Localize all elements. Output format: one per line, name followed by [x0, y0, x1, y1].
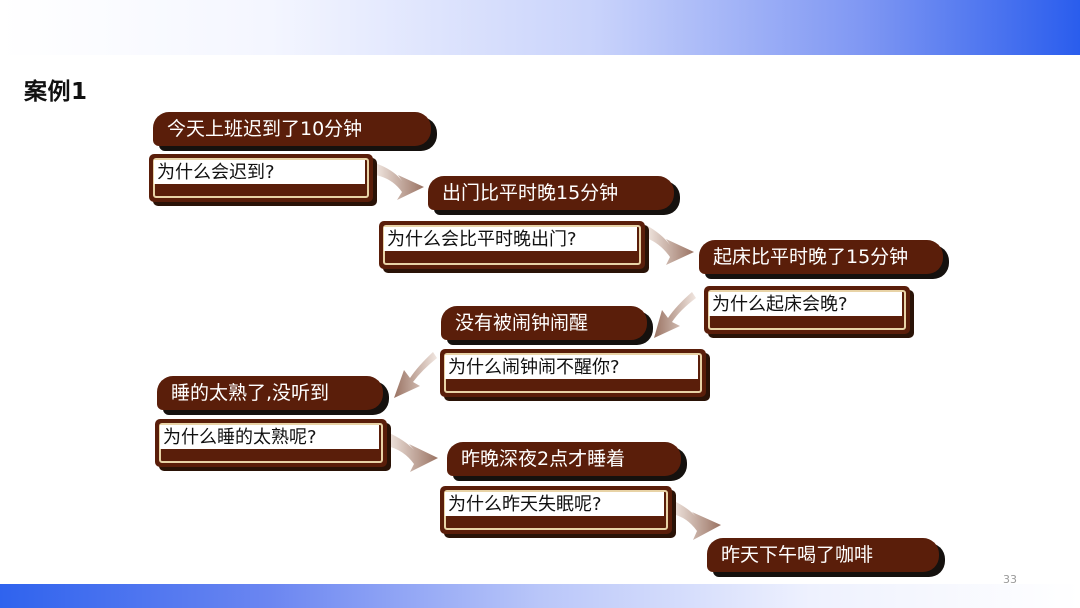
question-box-1: 为什么会迟到? [149, 154, 373, 202]
page-number: 33 [1003, 573, 1017, 586]
fact-pill-4: 没有被闹钟闹醒 [441, 306, 647, 340]
question-text-3: 为什么起床会晚? [709, 292, 902, 316]
header-gradient-bar [0, 0, 1080, 55]
connector-arrow-5 [387, 432, 438, 472]
question-text-1: 为什么会迟到? [154, 160, 365, 184]
connector-arrow-1 [375, 163, 424, 200]
question-box-6: 为什么昨天失眠呢? [440, 486, 672, 534]
fact-text-5: 睡的太熟了,没听到 [171, 382, 330, 404]
footer-gradient-bar [0, 584, 1080, 608]
connector-arrow-3 [654, 292, 696, 338]
fact-pill-6: 昨晚深夜2点才睡着 [447, 442, 681, 476]
question-box-3: 为什么起床会晚? [704, 286, 910, 334]
fact-text-2: 出门比平时晚15分钟 [442, 182, 619, 204]
fact-pill-5: 睡的太熟了,没听到 [157, 376, 383, 410]
fact-pill-7: 昨天下午喝了咖啡 [707, 538, 939, 572]
question-box-2: 为什么会比平时晚出门? [379, 221, 645, 269]
question-text-2: 为什么会比平时晚出门? [384, 227, 637, 251]
question-text-5: 为什么睡的太熟呢? [160, 425, 379, 449]
question-text-6: 为什么昨天失眠呢? [445, 492, 664, 516]
fact-text-3: 起床比平时晚了15分钟 [713, 246, 909, 268]
question-text-4: 为什么闹钟闹不醒你? [445, 355, 698, 379]
connector-arrow-6 [672, 500, 721, 540]
fact-text-1: 今天上班迟到了10分钟 [167, 118, 363, 140]
fact-pill-3: 起床比平时晚了15分钟 [699, 240, 943, 274]
connector-arrow-2 [646, 225, 694, 265]
connector-arrow-4 [394, 352, 437, 398]
fact-text-7: 昨天下午喝了咖啡 [721, 544, 874, 566]
fact-text-4: 没有被闹钟闹醒 [455, 312, 589, 334]
slide-title: 案例1 [24, 79, 88, 105]
fact-text-6: 昨晚深夜2点才睡着 [461, 448, 626, 470]
question-box-5: 为什么睡的太熟呢? [155, 419, 387, 467]
question-box-4: 为什么闹钟闹不醒你? [440, 349, 706, 397]
fact-pill-1: 今天上班迟到了10分钟 [153, 112, 431, 146]
fact-pill-2: 出门比平时晚15分钟 [428, 176, 674, 210]
